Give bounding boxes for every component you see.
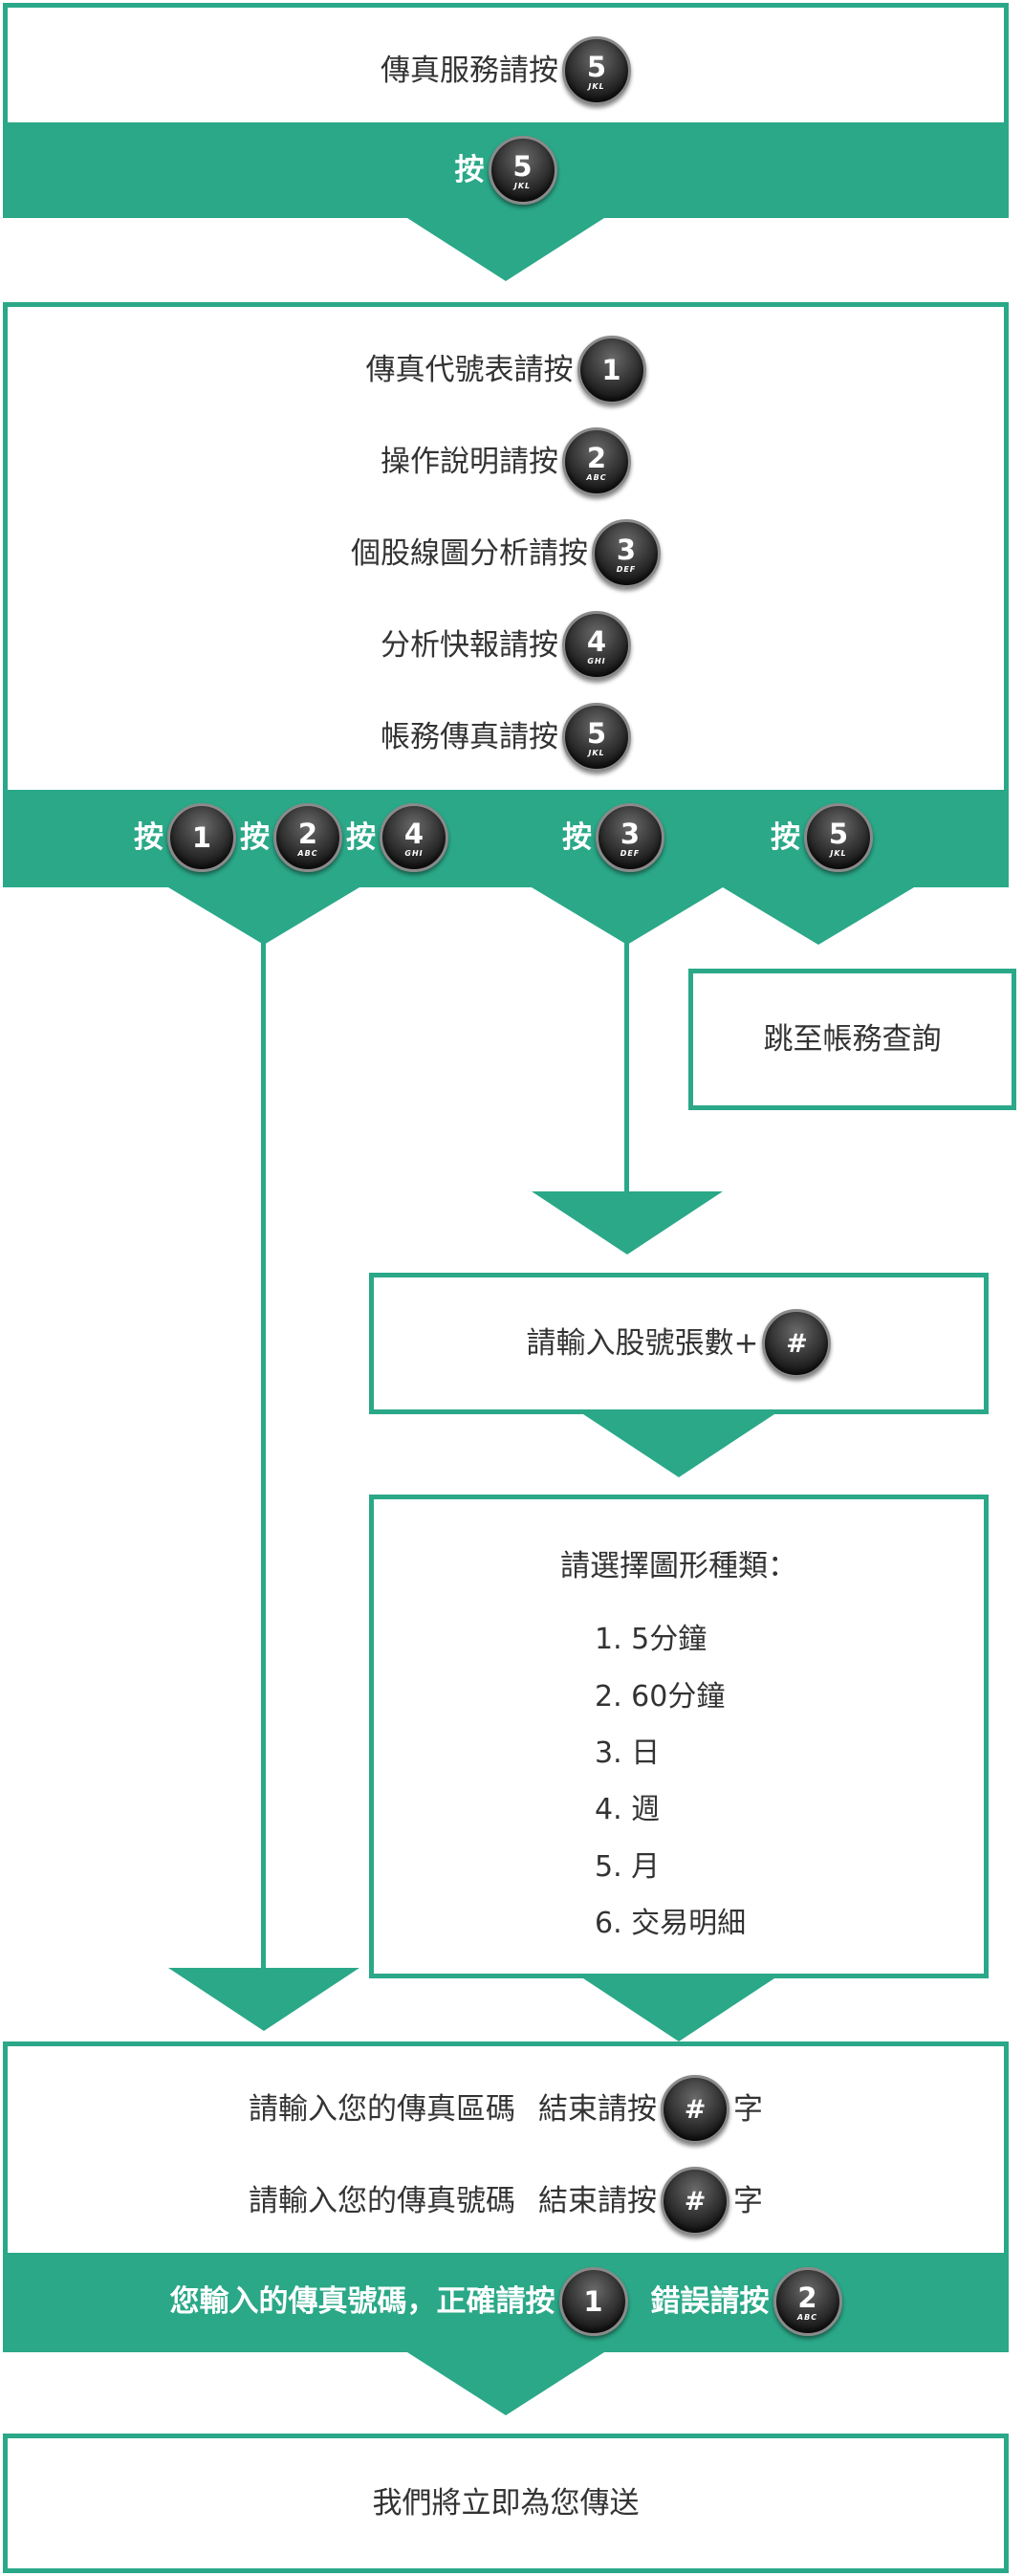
arrow-down-icon xyxy=(723,887,914,945)
hash-key-button[interactable]: # xyxy=(661,2167,729,2236)
arrow-down-icon xyxy=(532,1191,723,1255)
hash-key-button[interactable]: # xyxy=(661,2075,729,2144)
connector-line xyxy=(624,937,629,1193)
list-item[interactable]: 3. 日 xyxy=(595,1736,661,1770)
menu-item-label: 帳務傳真請按 xyxy=(381,719,558,754)
menu-item-label: 分析快報請按 xyxy=(381,627,558,663)
arrow-down-icon xyxy=(407,218,604,281)
press-label: 按 xyxy=(134,819,163,855)
arrow-down-icon xyxy=(583,1414,774,1477)
final-label: 我們將立即為您傳送 xyxy=(372,2485,640,2521)
final-box xyxy=(3,2434,1009,2573)
arrow-down-icon xyxy=(583,1978,774,2041)
chart-type-box xyxy=(369,1495,989,1978)
press-label: 按 xyxy=(240,819,270,855)
press-label: 按 xyxy=(562,819,592,855)
key-1-button[interactable]: 1 xyxy=(167,803,236,872)
stock-input-label: 請輸入股號張數+ xyxy=(526,1325,759,1361)
end-label: 結束請按 xyxy=(538,2091,657,2127)
menu-item[interactable]: 傳真代號表請按 1 xyxy=(3,336,1009,404)
hash-key-button[interactable]: # xyxy=(762,1309,832,1378)
list-item[interactable]: 5. 月 xyxy=(595,1850,661,1884)
arrow-down-icon xyxy=(168,1968,359,2031)
stock-input-box xyxy=(369,1273,989,1414)
list-item[interactable]: 1. 5分鐘 xyxy=(595,1623,707,1656)
fax-service-prompt-text: 傳真服務請按 xyxy=(381,53,558,88)
jump-box-label: 跳至帳務查詢 xyxy=(763,1021,942,1057)
list-item[interactable]: 4. 週 xyxy=(595,1793,661,1826)
suffix-label: 字 xyxy=(733,2091,763,2127)
press-label: 按 xyxy=(346,819,376,855)
suffix-label: 字 xyxy=(733,2183,763,2218)
menu-item-label: 個股線圖分析請按 xyxy=(351,535,588,571)
connector-line xyxy=(261,937,266,1970)
fax-number-label: 請輸入您的傳真號碼 xyxy=(249,2183,515,2218)
list-item[interactable]: 6. 交易明細 xyxy=(595,1907,747,1940)
fax-area-code-label: 請輸入您的傳真區碼 xyxy=(249,2091,515,2127)
arrow-down-icon xyxy=(407,2352,604,2415)
arrow-down-icon xyxy=(168,887,359,945)
fax-number-row: 請輸入您的傳真號碼 結束請按 # 字 xyxy=(3,2167,1009,2236)
key-1-button[interactable]: 1 xyxy=(558,2267,628,2336)
key-1-button[interactable]: 1 xyxy=(577,336,646,404)
chart-type-title: 請選擇圖形種類： xyxy=(560,1548,797,1583)
end-label: 結束請按 xyxy=(538,2183,657,2218)
menu-item-label: 操作說明請按 xyxy=(381,444,558,479)
stock-input-row: 請輸入股號張數+ # xyxy=(369,1309,989,1378)
error-label: 錯誤請按 xyxy=(650,2283,770,2319)
list-item[interactable]: 2. 60分鐘 xyxy=(595,1680,726,1714)
fax-area-code-row: 請輸入您的傳真區碼 結束請按 # 字 xyxy=(3,2075,1009,2144)
press-label: 按 xyxy=(454,152,485,187)
press-label: 按 xyxy=(771,819,800,855)
menu-item-label: 傳真代號表請按 xyxy=(365,352,574,387)
confirm-label: 您輸入的傳真號碼，正確請按 xyxy=(169,2283,555,2319)
jump-box xyxy=(688,969,1016,1110)
arrow-down-icon xyxy=(532,887,723,945)
